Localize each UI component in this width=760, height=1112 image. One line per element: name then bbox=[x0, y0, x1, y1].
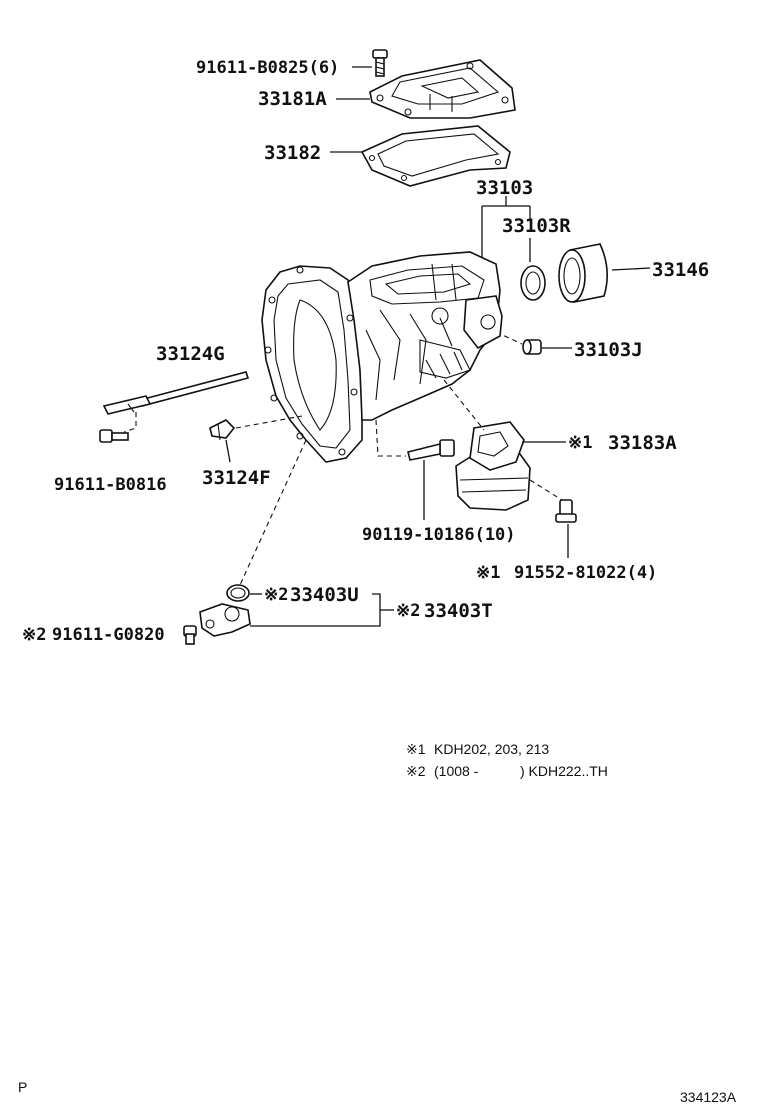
note-2-close: ) KDH222..TH bbox=[520, 763, 608, 779]
oring-drawing bbox=[226, 584, 250, 602]
seal-drawing bbox=[520, 265, 546, 301]
label-case-group: 33103 bbox=[476, 177, 533, 199]
footer-right: 334123A bbox=[680, 1089, 737, 1105]
mount-drawing bbox=[455, 421, 531, 511]
footer-left: P bbox=[18, 1079, 27, 1095]
note-2-open: (1008 - bbox=[434, 763, 479, 779]
label-boot: 33146 bbox=[652, 259, 709, 281]
mark-mount-bolt: ※1 bbox=[476, 563, 500, 583]
note-1-mark: ※1 bbox=[406, 741, 426, 757]
clip-drawing bbox=[209, 419, 236, 441]
shift-rod-drawing bbox=[102, 371, 250, 415]
plug-drawing bbox=[522, 339, 542, 355]
label-sensor-group: 33403T bbox=[424, 600, 493, 622]
label-cover: 33181A bbox=[258, 88, 327, 110]
label-clip: 33124F bbox=[202, 467, 271, 489]
label-mount-bolt: 91552-81022(4) bbox=[514, 563, 657, 583]
label-rod: 33124G bbox=[156, 343, 225, 365]
gasket-drawing bbox=[360, 125, 511, 187]
label-gasket: 33182 bbox=[264, 142, 321, 164]
mark-sensor-bolt: ※2 bbox=[22, 625, 46, 645]
label-bolt-top: 91611-B0825(6) bbox=[196, 58, 339, 78]
mark-oring: ※2 bbox=[264, 585, 288, 605]
cover-drawing bbox=[369, 59, 516, 119]
mark-mount: ※1 bbox=[568, 433, 592, 453]
label-plug: 33103J bbox=[574, 339, 643, 361]
label-bolt-rod: 91611-B0816 bbox=[54, 475, 167, 495]
bolt-rod-drawing bbox=[99, 429, 129, 443]
transmission-case-drawing bbox=[261, 251, 503, 463]
label-sensor-bolt: 91611-G0820 bbox=[52, 625, 165, 645]
note-1-text: KDH202, 203, 213 bbox=[434, 741, 549, 757]
label-mount: 33183A bbox=[608, 432, 677, 454]
note-2-mark: ※2 bbox=[406, 763, 426, 779]
sensor-drawing bbox=[199, 603, 251, 637]
label-bolt-long: 90119-10186(10) bbox=[362, 525, 516, 545]
mount-bolt-drawing bbox=[555, 499, 577, 523]
sensor-bolt-drawing bbox=[183, 625, 197, 645]
bolt-top-drawing bbox=[372, 49, 388, 77]
mark-sensor-group: ※2 bbox=[396, 601, 420, 621]
label-seal: 33103R bbox=[502, 215, 571, 237]
boot-drawing bbox=[558, 243, 608, 303]
label-oring: 33403U bbox=[290, 584, 359, 606]
bolt-long-drawing bbox=[407, 439, 455, 461]
